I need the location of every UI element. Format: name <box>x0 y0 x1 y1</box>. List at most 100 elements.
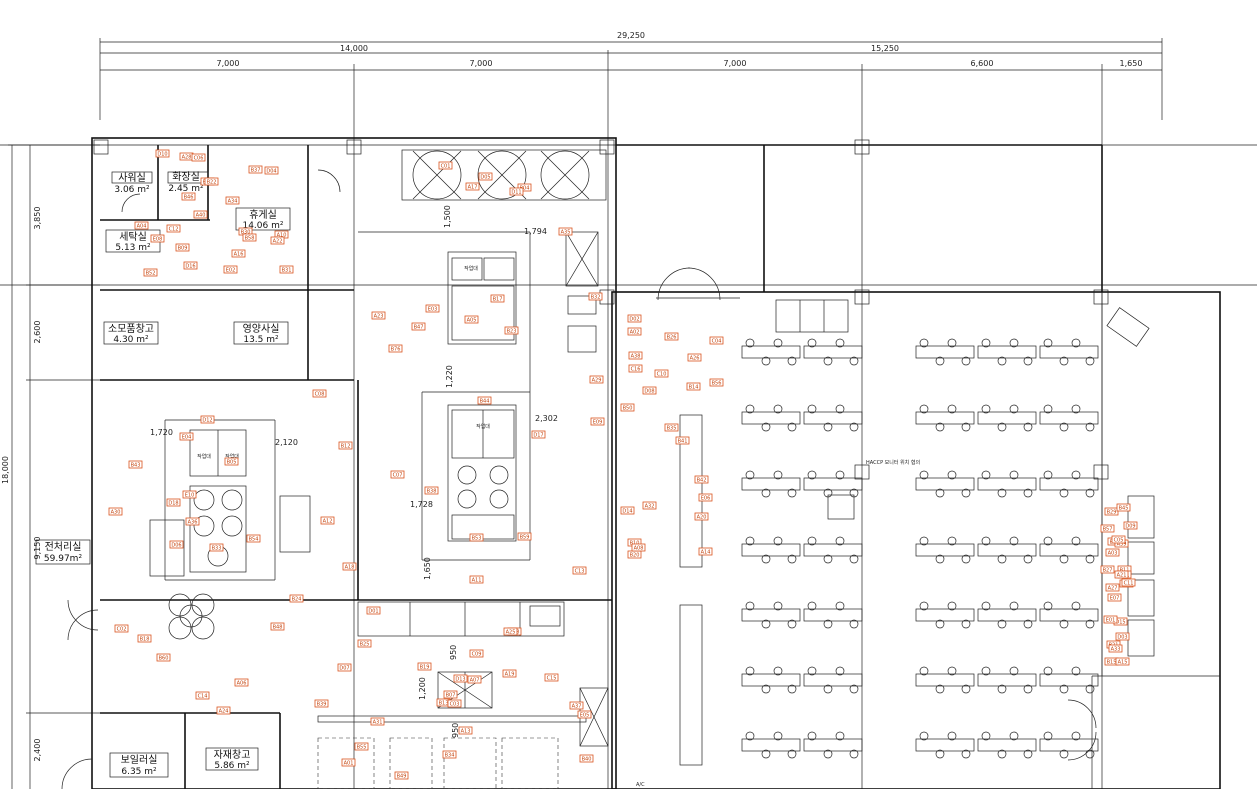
equipment-tag: B23 <box>504 326 519 335</box>
equipment-tag-label: A12 <box>323 518 333 524</box>
dining-table <box>977 536 1037 564</box>
equipment-tag: C08 <box>312 389 327 398</box>
dining-table <box>915 470 975 498</box>
equipment-tag-label: B32 <box>591 294 601 300</box>
room-lounge: 휴게실 14.06 m² <box>235 207 291 231</box>
equipment-tag-label: E06 <box>701 495 711 501</box>
equipment-tag-label: A16 <box>234 251 244 257</box>
equipment-tag-label: D03 <box>1117 634 1127 640</box>
equipment-tag: B41 <box>675 436 690 445</box>
equipment-tag: D08 <box>642 386 657 395</box>
interior-dimensions: 1,500 1,794 1,220 2,302 1,720 2,120 1,72… <box>150 205 558 738</box>
work-table-label: 작업대 <box>464 265 478 272</box>
equipment-tag: D14 <box>620 506 635 515</box>
equipment-tag: D11 <box>509 187 524 196</box>
equipment-tag: B60 <box>156 653 171 662</box>
equipment-tag-label: C08 <box>315 391 325 397</box>
room-material-storage: 자재창고 5.86 m² <box>205 747 259 771</box>
equipment-tag: A01 <box>341 758 356 767</box>
equipment-tag-label: A04 <box>137 223 147 229</box>
equipment-tag-label: B60 <box>159 655 169 661</box>
room-area: 5.13 m² <box>115 243 151 253</box>
equipment-tag-label: B57 <box>1103 526 1113 532</box>
equipment-tag-label: B54 <box>249 536 259 542</box>
equipment-tag-label: B22 <box>207 179 217 185</box>
equipment-tag: A11 <box>469 575 484 584</box>
room-area: 4.30 m² <box>113 335 149 345</box>
equipment-tag: D04 <box>264 166 279 175</box>
equipment-tag-label: B04 <box>520 185 530 191</box>
equipment-tag-label: C14 <box>198 693 208 699</box>
equipment-tag-label: B31 <box>282 267 292 273</box>
equipment-tag-label: B45 <box>1119 505 1129 511</box>
equipment-tag: B31 <box>279 265 294 274</box>
equipment-tag-label: C16 <box>631 366 641 372</box>
room-area: 2.45 m² <box>168 184 204 194</box>
dining-table <box>977 666 1037 694</box>
equipment-tag: B49 <box>394 771 409 780</box>
equipment-tag-label: E04 <box>182 434 192 440</box>
equipment-tag-label: D12 <box>202 417 212 423</box>
dim-col1: 7,000 <box>217 59 240 68</box>
dining-table <box>977 338 1037 366</box>
equipment-tag-label: C04 <box>712 338 722 344</box>
equipment-tag-label: B30 <box>241 229 251 235</box>
equipment-tag: A35 <box>558 227 573 236</box>
equipment-tag: B59 <box>517 532 532 541</box>
equipment-tag: B57 <box>1100 524 1115 533</box>
dining-table <box>741 731 801 759</box>
equipment-tag-label: A11 <box>472 577 482 583</box>
room-supply-storage: 소모품창고 4.30 m² <box>103 321 159 345</box>
dim-col5: 1,650 <box>1120 59 1143 68</box>
equipment-tag-label: A17 <box>468 184 478 190</box>
equipment-tag-label: A38 <box>631 353 641 359</box>
equipment-tag-label: A39 <box>1117 541 1127 547</box>
equipment-tag: A21 <box>1114 570 1129 579</box>
equipment-tag: D03 <box>1115 632 1130 641</box>
equipment-tag-label: B11 <box>1120 567 1130 573</box>
equipment-tag-label: C07 <box>393 472 403 478</box>
dim-total-height: 18,000 <box>1 456 10 484</box>
equipment-tag: B24 <box>289 594 304 603</box>
equipment-tag: C11 <box>1121 578 1136 587</box>
equipment-tag: B46 <box>181 192 196 201</box>
equipment-tag-label: A19 <box>505 671 515 677</box>
dining-table <box>977 601 1037 629</box>
equipment-tag: B58 <box>242 233 257 242</box>
equipment-tag-label: B40 <box>582 756 592 762</box>
equipment-tag-label: A08 <box>634 545 644 551</box>
equipment-tag: B22 <box>204 177 219 186</box>
equipment-tag: D09 <box>1123 521 1138 530</box>
equipment-tag: A05 <box>464 315 479 324</box>
equipment-tag: C06 <box>191 153 206 162</box>
equipment-tag: E03 <box>425 304 440 313</box>
room-area: 6.35 m² <box>121 767 157 777</box>
interior-dim: 1,794 <box>524 227 547 236</box>
equipment-tag-label: C15 <box>547 675 557 681</box>
equipment-tag-label: B50 <box>623 405 633 411</box>
doors <box>61 169 1097 789</box>
dim-left-block: 14,000 <box>340 44 368 53</box>
equipment-tag-label: D09 <box>1125 523 1135 529</box>
equipment-tag-label: C05 <box>1114 537 1124 543</box>
room-area: 5.86 m² <box>214 761 250 771</box>
equipment-tag: A40 <box>193 210 208 219</box>
dining-table <box>741 666 801 694</box>
dining-table <box>915 338 975 366</box>
equipment-tag-label: B25 <box>360 641 370 647</box>
equipment-tag: B07 <box>443 690 458 699</box>
dining-table <box>741 601 801 629</box>
equipment-tag-label: D13 <box>455 676 465 682</box>
room-name: 자재창고 <box>214 749 251 761</box>
equipment-tag: A23 <box>371 311 386 320</box>
interior-dim: 950 <box>451 723 460 738</box>
interior-dim: 1,220 <box>445 365 454 388</box>
equipment-tag-label: A22 <box>273 238 283 244</box>
dining-table <box>1039 731 1099 759</box>
equipment-tag: B20 <box>627 550 642 559</box>
interior-dim: 950 <box>449 645 458 660</box>
equipment-tag-label: B19 <box>420 664 430 670</box>
equipment-tag: A06 <box>234 678 249 687</box>
dining-table <box>1039 338 1099 366</box>
room-name: 전처리실 <box>45 541 82 553</box>
